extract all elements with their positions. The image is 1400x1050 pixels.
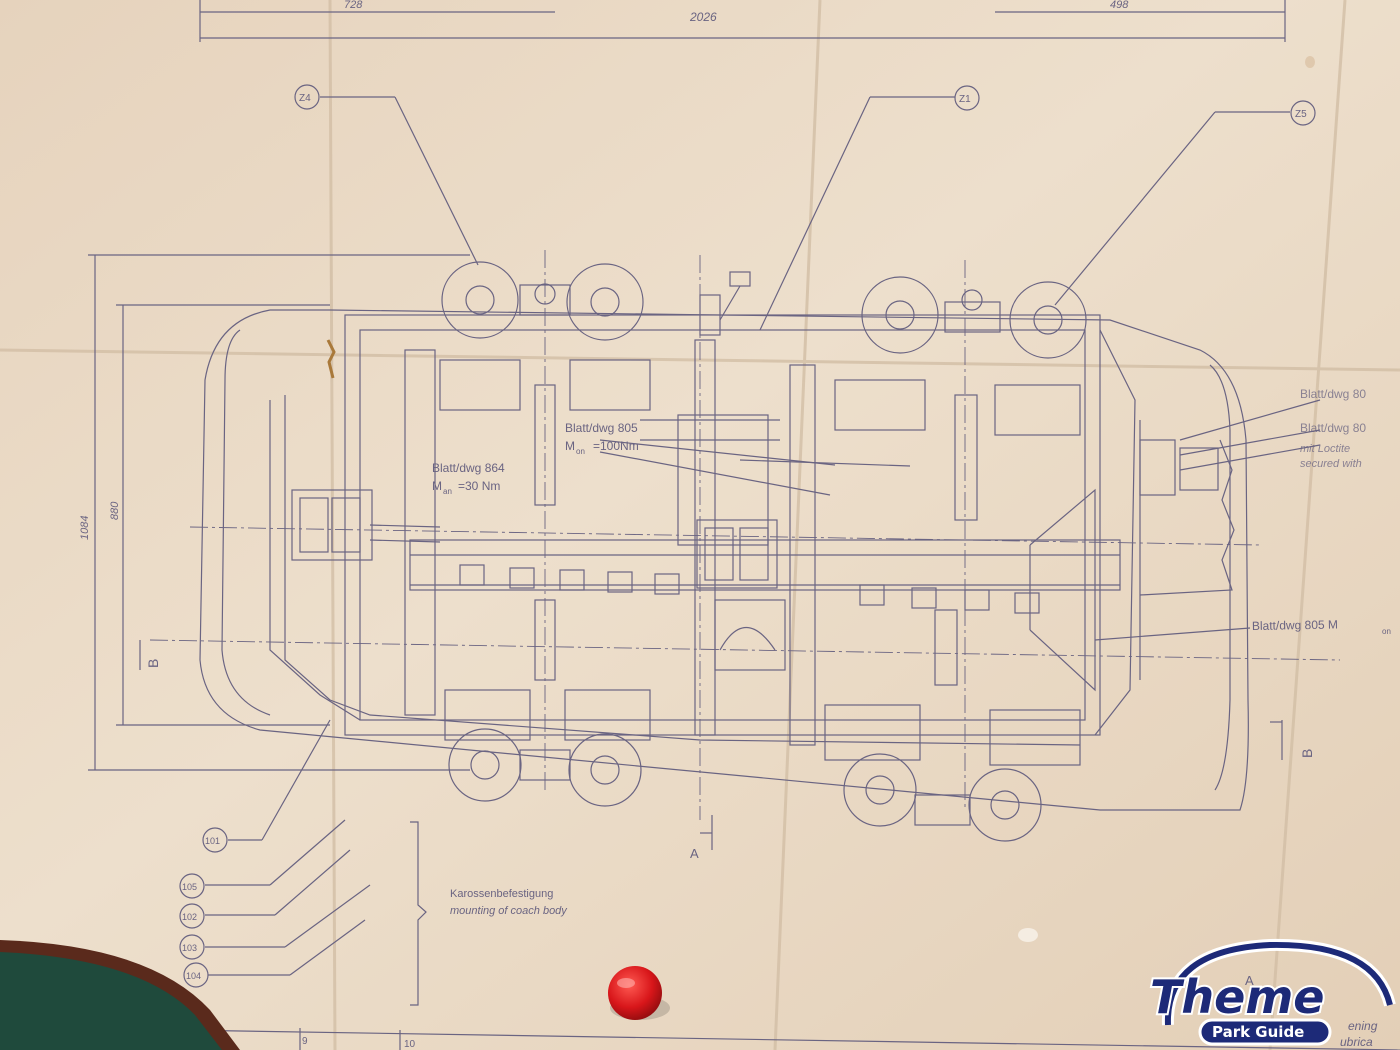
section-a: A <box>690 846 699 861</box>
dim-top-right: 498 <box>1110 0 1129 11</box>
callout-102: 102 <box>182 912 197 922</box>
note-805-val: =100Nm <box>593 439 639 453</box>
dim-height-outer: 1084 <box>79 516 91 540</box>
callout-104: 104 <box>186 971 201 981</box>
felt-table-corner <box>0 940 240 1050</box>
callout-z4: Z4 <box>299 93 311 104</box>
edge-dwg-1: Blatt/dwg 80 <box>1300 387 1366 401</box>
callout-101: 101 <box>205 836 220 846</box>
callout-105: 105 <box>182 882 197 892</box>
note-805-right-sub: on <box>1382 627 1391 636</box>
paper-tear <box>326 339 336 379</box>
mounting-label-en: mounting of coach body <box>450 905 568 917</box>
corner-partial-2: ubrica <box>1340 1035 1373 1049</box>
push-pin <box>608 966 670 1020</box>
theme-park-guide-logo: Theme Park Guide <box>1148 938 1396 1046</box>
paper-stain <box>1018 928 1038 942</box>
section-b-right: B <box>1299 749 1315 758</box>
section-b-left: B <box>145 659 161 668</box>
drawing-ink <box>88 0 1400 1050</box>
note-864: Blatt/dwg 864 <box>432 461 505 475</box>
mounting-label-de: Karossenbefestigung <box>450 888 553 900</box>
note-864-sub: an <box>443 487 452 496</box>
paper-stain <box>1305 56 1315 68</box>
callout-z5: Z5 <box>1295 109 1307 120</box>
corner-a: A <box>1245 973 1254 988</box>
drawing-labels: 728 498 2026 1084 880 9 10 Z4 Z1 Z5 101 … <box>79 0 1391 1050</box>
dim-top-left: 728 <box>344 0 363 11</box>
note-864-val: =30 Nm <box>458 479 500 493</box>
edge-secured: secured with <box>1300 458 1362 470</box>
logo-main-text: Theme <box>1150 970 1324 1024</box>
dim-overall-width: 2026 <box>689 10 717 24</box>
note-805: Blatt/dwg 805 <box>565 421 638 435</box>
note-864-m: M <box>432 479 442 493</box>
edge-loctite: mit Loctite <box>1300 443 1350 455</box>
note-805-m: M <box>565 439 575 453</box>
callout-z1: Z1 <box>959 94 971 105</box>
edge-dwg-2: Blatt/dwg 80 <box>1300 421 1366 435</box>
note-805-right: Blatt/dwg 805 M <box>1252 617 1338 632</box>
note-805-sub: on <box>576 447 585 456</box>
dim-bottom-a: 9 <box>302 1036 308 1047</box>
corner-partial-1: ening <box>1348 1019 1378 1033</box>
dim-bottom-b: 10 <box>404 1039 416 1050</box>
dim-height-inner: 880 <box>109 501 121 520</box>
logo-sub-text: Park Guide <box>1212 1023 1304 1041</box>
callout-103: 103 <box>182 943 197 953</box>
